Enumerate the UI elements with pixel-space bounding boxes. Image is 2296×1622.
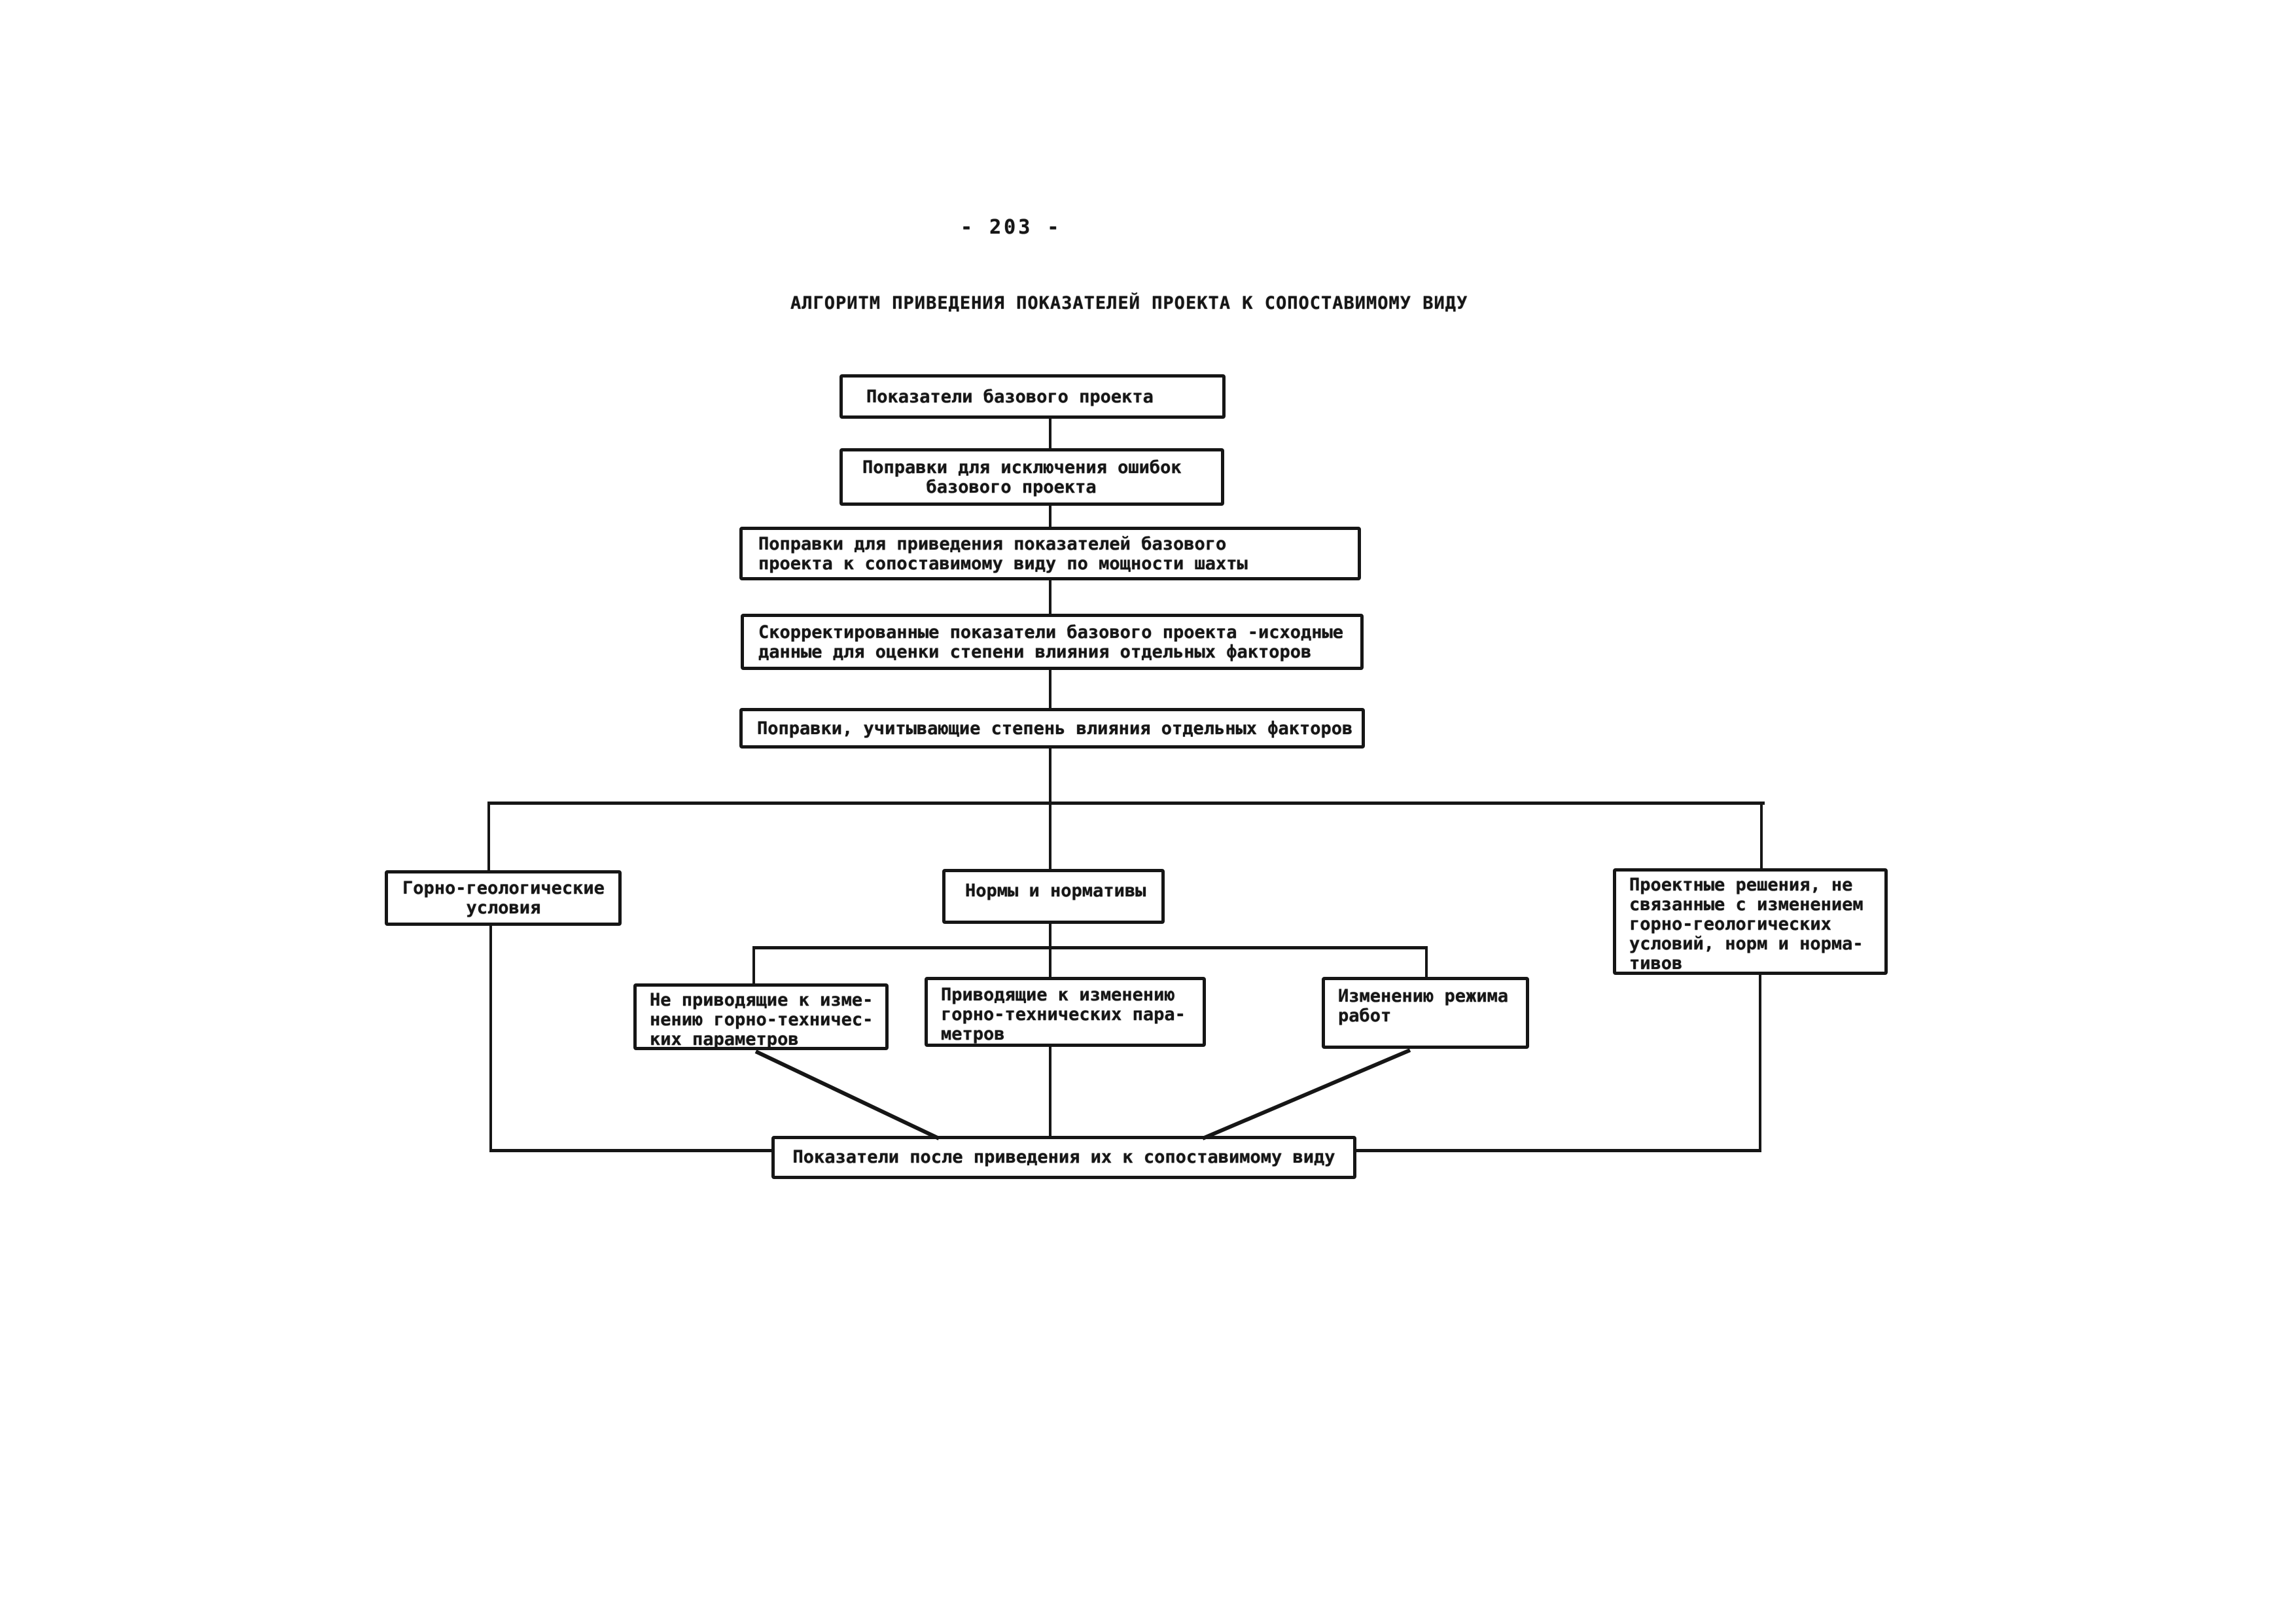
connector-left-result bbox=[489, 1149, 773, 1152]
node-norms: Нормы и нормативы bbox=[942, 869, 1165, 924]
node-result-indicators: Показатели после приведения их к сопоста… bbox=[771, 1136, 1356, 1179]
connector-norms-subbar bbox=[1049, 923, 1051, 949]
connector-subbar-s2 bbox=[1049, 948, 1051, 978]
diagram-title: АЛГОРИТМ ПРИВЕДЕНИЯ ПОКАЗАТЕЛЕЙ ПРОЕКТА … bbox=[790, 293, 1468, 313]
result-label: Показатели после приведения их к сопоста… bbox=[792, 1147, 1335, 1167]
branch-bar-top bbox=[487, 802, 1765, 805]
connector-right-result bbox=[1355, 1149, 1761, 1152]
node-capacity-corrections: Поправки для приведения показателей базо… bbox=[739, 527, 1361, 580]
node-error-corrections: Поправки для исключения ошибок базового … bbox=[839, 448, 1224, 506]
connector-b4-b5 bbox=[1049, 669, 1051, 709]
connector-bar-design bbox=[1760, 803, 1763, 870]
node-base-indicators: Показатели базового проекта bbox=[839, 374, 1226, 419]
node-geological-conditions: Горно-геологические условия bbox=[385, 870, 622, 926]
connector-s2-result bbox=[1049, 1046, 1051, 1137]
node-corrected-indicators: Скорректированные показатели базового пр… bbox=[741, 614, 1364, 670]
connector-subbar-s3 bbox=[1425, 948, 1428, 978]
connector-b5-bar bbox=[1049, 747, 1051, 803]
connector-subbar-s1 bbox=[752, 948, 755, 985]
connector-b1-b2 bbox=[1049, 417, 1051, 449]
connector-b3-b4 bbox=[1049, 579, 1051, 615]
connector-b2-b3 bbox=[1049, 504, 1051, 528]
connector-s1-result-diagonal bbox=[754, 1049, 940, 1140]
connector-design-down bbox=[1759, 974, 1761, 1152]
connector-geo-down bbox=[489, 925, 492, 1152]
page-number: - 203 - bbox=[961, 216, 1062, 239]
connector-bar-norms bbox=[1049, 803, 1051, 870]
node-param-change: Приводящие к изменению горно-технических… bbox=[925, 977, 1206, 1047]
node-no-param-change: Не приводящие к изме- нению горно-технич… bbox=[633, 983, 889, 1050]
connector-s3-result-diagonal bbox=[1201, 1048, 1411, 1140]
node-factor-corrections: Поправки, учитывающие степень влияния от… bbox=[739, 708, 1365, 749]
branch-bar-sub bbox=[752, 946, 1428, 949]
node-work-mode-change: Изменению режима работ bbox=[1322, 977, 1529, 1049]
connector-bar-geo bbox=[487, 803, 490, 872]
node-design-decisions: Проектные решения, не связанные с измене… bbox=[1613, 868, 1888, 975]
